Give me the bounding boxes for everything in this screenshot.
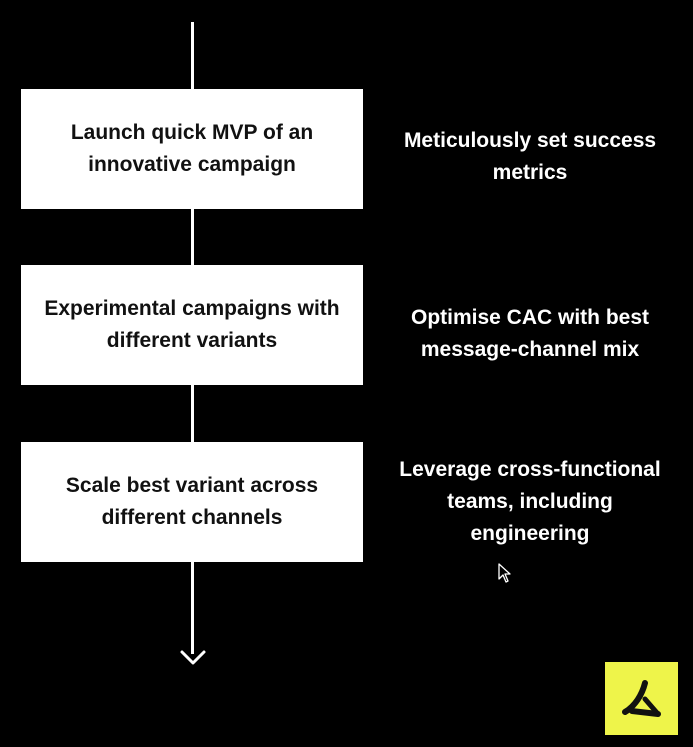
brand-logo-icon [605, 662, 678, 735]
step-box-scale-variant: Scale best variant across different chan… [21, 442, 363, 562]
step-label: Launch quick MVP of an innovative campai… [70, 121, 314, 176]
step-box-experimental-campaigns: Experimental campaigns with different va… [21, 265, 363, 385]
step-label: Experimental campaigns with different va… [44, 297, 340, 352]
step-label: Scale best variant across different chan… [65, 474, 319, 529]
step-box-launch-mvp: Launch quick MVP of an innovative campai… [21, 89, 363, 209]
mouse-pointer-icon [498, 563, 511, 583]
step-note-success-metrics: Meticulously set success metrics [403, 129, 657, 184]
step-note-cross-functional: Leverage cross-functional teams, includi… [399, 458, 661, 545]
step-note-optimise-cac: Optimise CAC with best message-channel m… [410, 306, 650, 361]
arrow-down-icon [180, 650, 206, 665]
